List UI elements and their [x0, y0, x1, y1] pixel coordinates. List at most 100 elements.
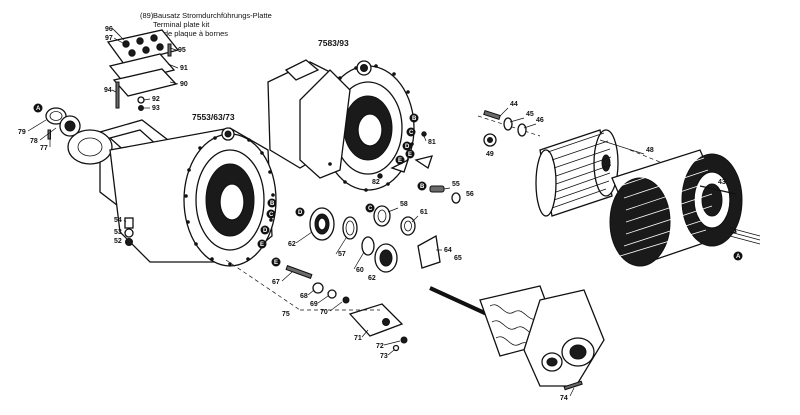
ring-58 — [373, 205, 391, 227]
part-label: 44 — [510, 101, 518, 108]
part-label: 62 — [368, 275, 376, 282]
svg-text:D: D — [263, 228, 268, 234]
screw-72 — [400, 336, 408, 344]
part-label: 58 — [400, 201, 408, 208]
housing-right: B C D E — [267, 59, 427, 192]
gasket-upper — [108, 53, 176, 84]
part-label: 62 — [288, 241, 296, 248]
stator-leads — [729, 227, 761, 245]
retainer-64 — [417, 234, 441, 269]
ring-56 — [451, 192, 461, 204]
part-label: 57 — [338, 251, 346, 258]
svg-text:A: A — [36, 106, 41, 112]
part-label: 46 — [536, 117, 544, 124]
valve-group: E — [271, 257, 408, 352]
valve-52 — [125, 238, 133, 246]
part-label: 82 — [372, 179, 380, 186]
rotor — [535, 129, 619, 217]
part-label: 53 — [114, 229, 122, 236]
housing-71 — [348, 303, 404, 337]
washer-45 — [503, 117, 513, 131]
svg-text:D: D — [405, 144, 410, 150]
kit-caption-en: Terminal plate kit — [153, 20, 210, 29]
part-label: 55 — [452, 181, 460, 188]
part-label: 78 — [30, 138, 38, 145]
pin-67 — [285, 265, 313, 279]
screw-95 — [167, 43, 172, 57]
marker-a-stator: A — [733, 251, 743, 261]
svg-text:C: C — [269, 212, 274, 218]
part-label: 48 — [646, 147, 654, 154]
part-label: 91 — [180, 65, 188, 72]
part-label: 64 — [444, 247, 452, 254]
part-label: 61 — [420, 209, 428, 216]
part-label: 94 — [104, 87, 112, 94]
part-label: 60 — [356, 267, 364, 274]
screw-77 — [47, 129, 51, 140]
svg-text:E: E — [274, 260, 278, 266]
marker-d-right: D — [402, 141, 412, 151]
housing-left: B C D E A — [33, 103, 277, 267]
part-label: 70 — [320, 309, 328, 316]
clip-81 — [414, 155, 433, 170]
svg-text:D: D — [298, 210, 303, 216]
kit-number: (89) — [140, 11, 154, 20]
svg-text:E: E — [398, 158, 402, 164]
marker-c-bearing: C — [365, 203, 375, 213]
part-label: 74 — [560, 395, 568, 402]
washer-73 — [392, 344, 400, 352]
svg-text:B: B — [420, 184, 425, 190]
gasket-lower — [112, 68, 178, 97]
terminal-bolts — [122, 34, 164, 57]
part-label: 75 — [282, 311, 290, 318]
part-label: 49 — [486, 151, 494, 158]
plug-55 — [429, 185, 445, 193]
marker-d-left: D — [260, 225, 270, 235]
terminal-plate — [106, 29, 180, 65]
part-label: 73 — [380, 353, 388, 360]
marker-e-right: E — [395, 155, 405, 165]
part-label: 68 — [300, 293, 308, 300]
svg-text:B: B — [412, 116, 417, 122]
washer-92 — [137, 96, 145, 104]
part-label: 43 — [718, 179, 726, 186]
disc-46 — [517, 123, 527, 137]
part-label: 92 — [152, 96, 160, 103]
svg-text:A: A — [736, 254, 741, 260]
part-label: 69 — [310, 301, 318, 308]
marker-d-bearing: D — [295, 207, 305, 217]
part-label: 95 — [178, 47, 186, 54]
part-label: 97 — [105, 35, 113, 42]
key-43 — [699, 185, 737, 195]
marker-b-left: B — [267, 198, 277, 208]
bearing-group: D C E B — [295, 149, 461, 273]
part-label: 90 — [180, 81, 188, 88]
ring-68 — [312, 282, 324, 294]
model-labels: 7553/63/73 7583/93 — [192, 38, 349, 122]
part-number-labels: 96 97 95 91 90 94 92 93 79 78 77 54 53 5… — [18, 26, 726, 402]
screw-82-right — [377, 173, 383, 179]
marker-c-right: C — [406, 127, 416, 137]
svg-text:B: B — [270, 201, 275, 207]
marker-e-bearing: E — [405, 149, 415, 159]
part-label: 54 — [114, 217, 122, 224]
part-label: 72 — [376, 343, 384, 350]
stud-94 — [115, 81, 120, 109]
housing-right-side — [299, 69, 351, 179]
model-label-right: 7583/93 — [318, 38, 349, 48]
suction-flange — [67, 129, 113, 165]
rotor-fixing — [477, 109, 541, 147]
nut-93 — [138, 105, 144, 111]
assembly-line-75 — [225, 259, 301, 311]
rotor-lamination-lines — [547, 132, 612, 209]
terminal-plate-kit: (89) Bausatz Stromdurchführungs-Platte T… — [106, 11, 272, 111]
part-label: 79 — [18, 129, 26, 136]
marker-e-valve: E — [271, 257, 281, 267]
part-label: 96 — [105, 26, 113, 33]
housing-right-top — [284, 59, 320, 81]
model-label-left: 7553/63/73 — [192, 112, 235, 122]
ring-57 — [342, 216, 358, 240]
part-label: 45 — [526, 111, 534, 118]
